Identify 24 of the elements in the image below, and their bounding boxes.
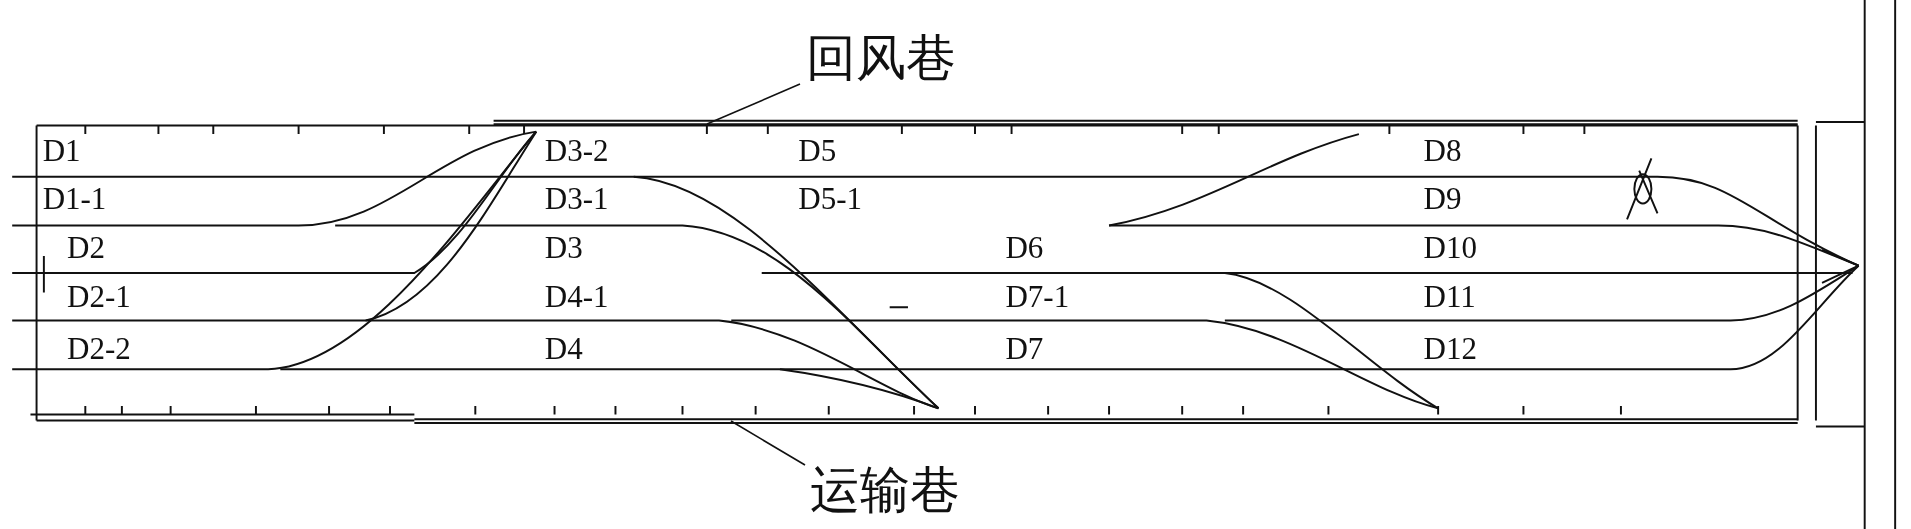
borehole-label: D2-2 [67,333,131,366]
borehole-label: D1-1 [42,183,107,216]
borehole-label: D3-1 [544,183,609,216]
borehole-label: D5 [798,134,837,167]
borehole-label: D12 [1423,333,1477,366]
borehole-label: D4-1 [544,280,609,313]
borehole-label: D3-2 [544,134,609,167]
borehole-label: D7-1 [1005,280,1070,313]
borehole-label: D10 [1423,232,1477,264]
borehole-label: D4 [544,333,583,366]
leader-line [706,83,801,125]
borehole-label: D1 [42,134,81,167]
leader-line [730,420,806,466]
borehole-label: D2-1 [67,280,131,313]
roadway-label: 回风巷 [806,30,956,86]
borehole-label: D8 [1423,134,1462,167]
borehole-label: D3 [544,232,583,264]
borehole-label: D11 [1423,280,1476,313]
roadway-label: 运输巷 [810,462,960,518]
borehole-label: D6 [1005,232,1044,264]
borehole-label: D5-1 [798,183,862,216]
borehole-label: D9 [1423,183,1462,216]
borehole-label: D7 [1005,333,1044,366]
borehole-label: D2 [67,232,105,264]
